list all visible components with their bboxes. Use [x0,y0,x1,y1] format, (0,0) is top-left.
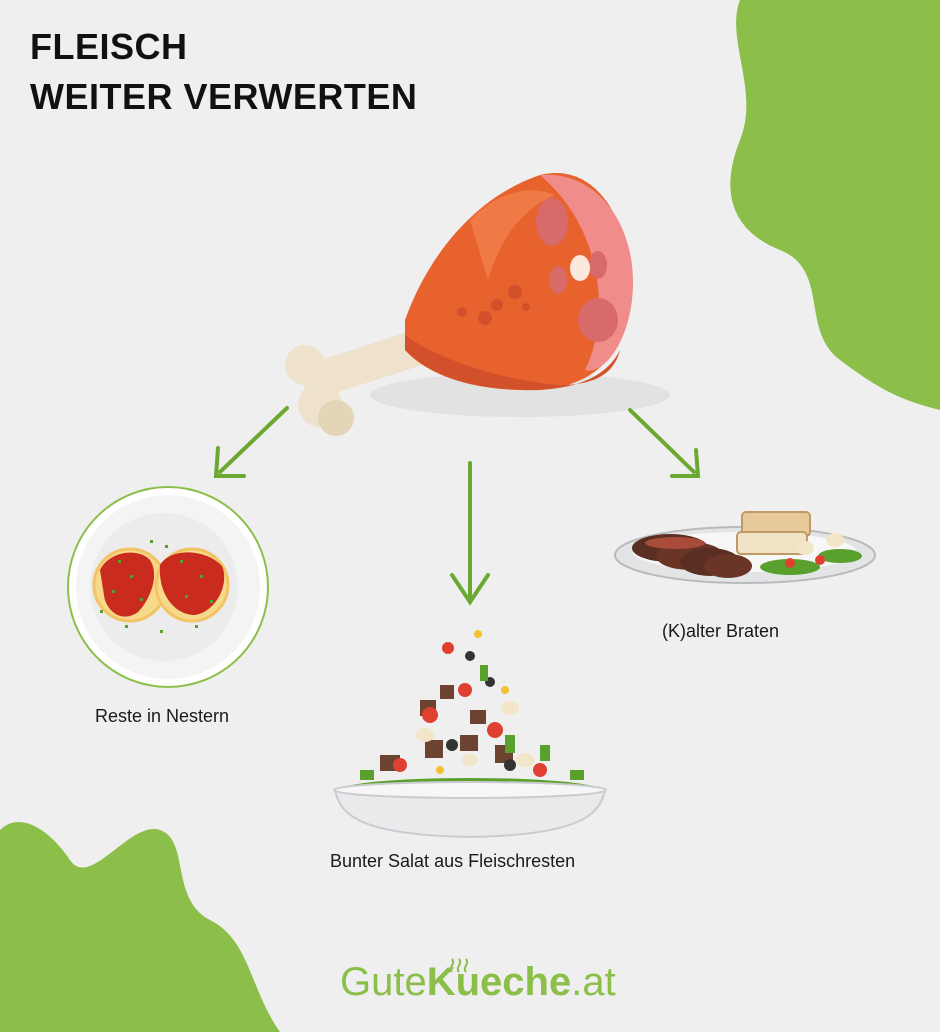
label-reste-in-nestern: Reste in Nestern [95,706,230,726]
label-bunter-salat: Bunter Salat aus Fleischresten [330,851,576,871]
arrow-right-icon [628,408,701,478]
title-line-2: WEITER VERWERTEN [28,76,420,119]
arrow-left-icon [213,406,289,478]
label-kalter-braten: (K)alter Braten [662,621,780,641]
arrow-down-icon [450,461,490,606]
bone-icon [285,328,438,436]
top-right-green-blob [730,0,940,410]
title-line-1: FLEISCH [28,26,190,69]
brand-logo: GuteKueche.at [340,960,616,1004]
bottom-left-green-blob [0,821,280,1032]
